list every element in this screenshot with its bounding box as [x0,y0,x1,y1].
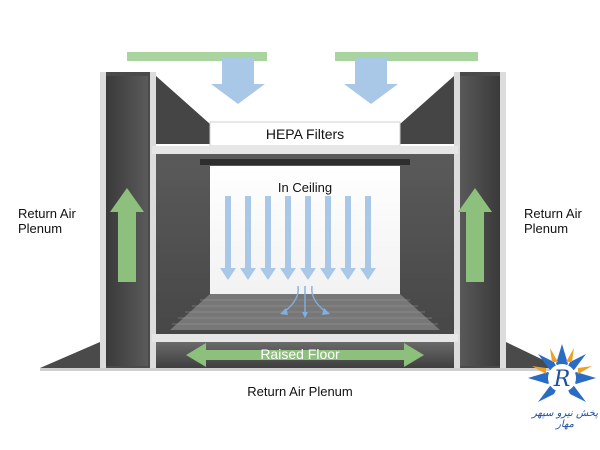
logo-icon: R [528,344,596,402]
left-top-plenum [156,76,210,144]
blue-down-arrow-icon [300,196,316,280]
logo-letter: R [553,367,571,392]
blue-down-arrow-icon [240,196,256,280]
return-air-plenum-right-label: Return Air Plenum [524,206,582,236]
downflow-arrows [220,196,376,280]
left-bottom-wedge [40,342,100,368]
blue-down-arrow-icon [280,196,296,280]
supply-bar-right [335,52,478,61]
blue-down-arrow-icon [211,58,265,104]
right-top-plenum [400,76,454,144]
supply-bar-left [127,52,267,61]
blue-down-arrow-icon [340,196,356,280]
return-air-plenum-left-label: Return Air Plenum [18,206,76,236]
base-line [40,368,560,371]
floor-slab [152,334,458,342]
blue-down-arrow-icon [360,196,376,280]
hepa-filters-label: HEPA Filters [265,126,345,142]
double-arrow-icon [186,343,424,367]
ceiling-diffuser [200,159,410,165]
logo-script-text: پخش نیرو سپهر مهار [531,408,598,430]
blue-down-arrow-icon [260,196,276,280]
blue-down-arrow-icon [220,196,236,280]
in-ceiling-label: In Ceiling [277,180,333,195]
ceiling-beam [152,146,458,154]
blue-down-arrow-icon [320,196,336,280]
green-up-arrow-icon [110,188,144,282]
hepa-filter-band [209,121,401,147]
return-air-plenum-bottom-label: Return Air Plenum [247,384,353,399]
raised-floor-label: Raised Floor [260,346,340,362]
green-up-arrow-icon [458,188,492,282]
blue-down-arrow-icon [344,58,398,104]
